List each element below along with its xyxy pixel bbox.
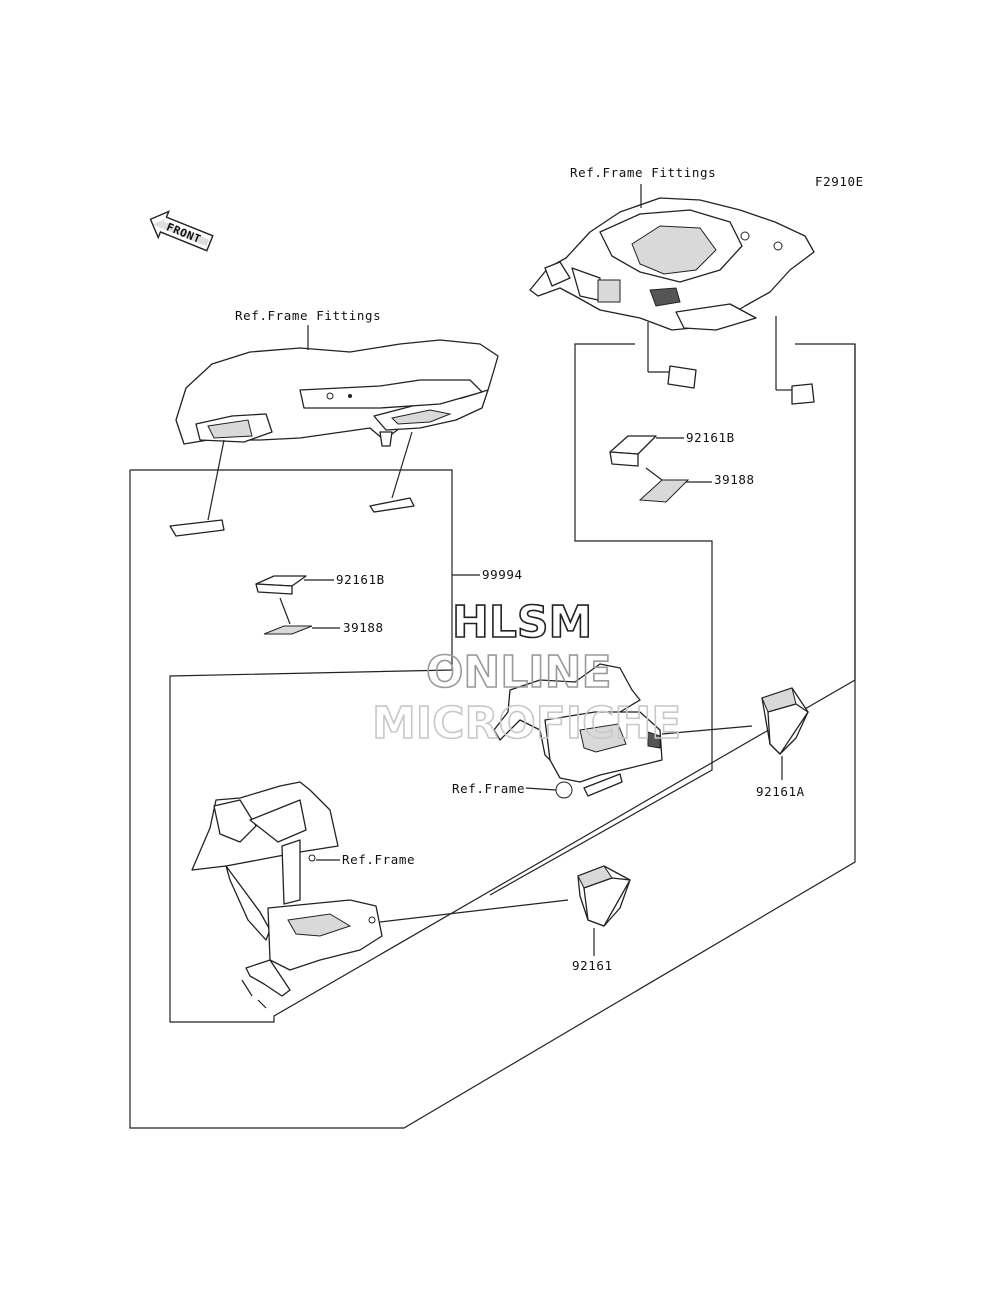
callout-99994: 99994 [482,567,523,582]
leader-92161 [379,899,569,923]
outer-group-boundary-lower [129,344,856,1129]
leader-ref-frame-right [525,787,557,791]
damper-92161 [577,865,631,927]
leader-pad-c [207,439,225,521]
damper-92161B-right-side [609,451,639,467]
sheet-39188-right [638,479,690,503]
diagram-code: F2910E [815,174,864,189]
damper-92161A [761,687,809,755]
leader-39188-connector-right [645,467,663,481]
left-frame-bracket [191,781,383,1009]
callout-ref-frame-right: Ref.Frame [452,781,525,796]
callout-92161B-right: 92161B [686,430,735,445]
leader-39188-connector-left [279,597,291,625]
callout-39188-right: 39188 [714,472,755,487]
watermark-logo: HLSM ONLINE MICROFICHE [371,596,682,750]
sheet-39188-left [263,625,313,635]
rubber-pad-c [169,519,225,537]
watermark-line1: HLSM [452,597,592,648]
watermark-line3: MICROFICHE [372,698,681,749]
callout-92161B-left: 92161B [336,572,385,587]
callout-92161: 92161 [572,958,613,973]
callout-ref-frame-fittings-top: Ref.Frame Fittings [570,165,716,180]
rubber-pad-a [667,365,697,389]
right-group-boundary [489,343,713,896]
leader-pad-d [391,431,413,499]
callout-92161A: 92161A [756,784,805,799]
damper-92161B-left-side [255,583,293,595]
front-arrow-icon: FRONT [149,210,214,252]
rubber-pad-b [791,383,815,405]
rubber-pad-d [369,497,415,513]
callout-ref-frame-left: Ref.Frame [342,852,415,867]
leader-92161A [661,725,753,735]
damper-92161B-right [609,435,657,455]
rear-frame-fitting-top [529,197,815,331]
rear-frame-fitting-left [175,339,499,447]
callout-ref-frame-fittings-left: Ref.Frame Fittings [235,308,381,323]
right-frame-bracket [493,663,663,799]
watermark-line2: ONLINE [426,647,612,698]
callout-39188-left: 39188 [343,620,384,635]
